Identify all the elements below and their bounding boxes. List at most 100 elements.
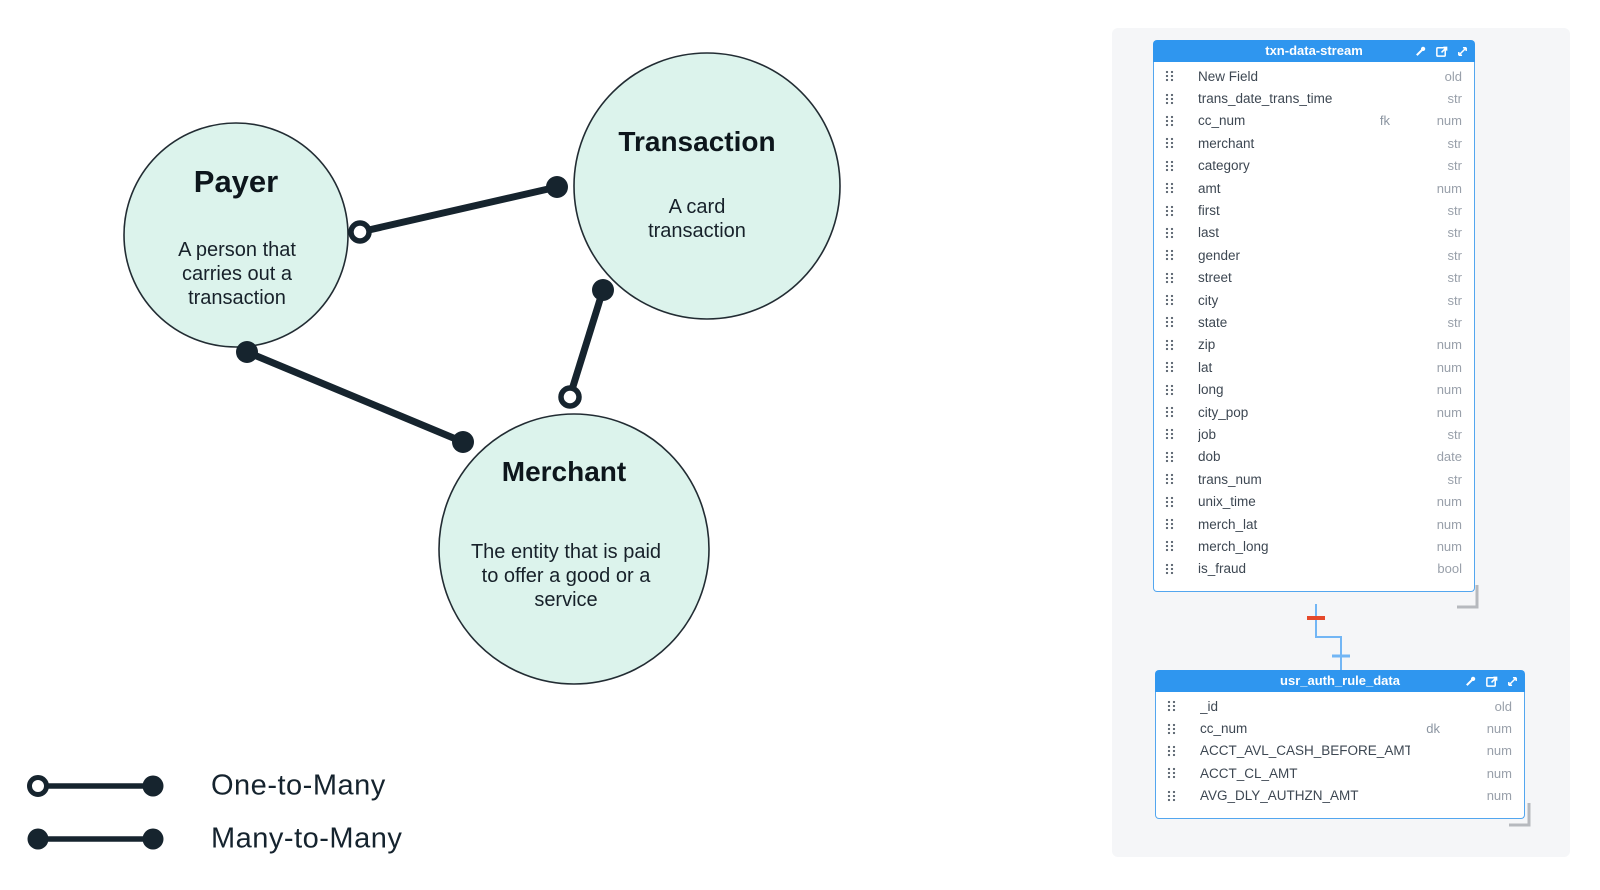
field-name: city	[1198, 292, 1219, 308]
field-name: zip	[1198, 337, 1216, 353]
field-type: num	[1436, 359, 1462, 375]
field-name: cc_num	[1200, 721, 1248, 737]
field-type: str	[1447, 91, 1462, 107]
field-type: date	[1436, 449, 1462, 465]
payer-circle[interactable]	[123, 122, 349, 348]
drag-handle-icon[interactable]	[1167, 700, 1176, 712]
drag-handle-icon[interactable]	[1165, 70, 1174, 82]
field-name: category	[1198, 158, 1250, 174]
field-type: str	[1447, 203, 1462, 219]
drag-handle-icon[interactable]	[1165, 339, 1174, 351]
drag-handle-icon[interactable]	[1165, 227, 1174, 239]
color-picker-icon[interactable]	[1414, 45, 1427, 58]
drag-handle-icon[interactable]	[1165, 451, 1174, 463]
field-name: lat	[1198, 359, 1213, 375]
many-marker	[452, 431, 474, 453]
field-row[interactable]: last str	[1154, 222, 1474, 244]
drag-handle-icon[interactable]	[1165, 272, 1174, 284]
drag-handle-icon[interactable]	[1165, 205, 1174, 217]
field-name: is_fraud	[1198, 561, 1247, 577]
table-connector-line	[1315, 604, 1342, 671]
field-name: last	[1198, 225, 1220, 241]
drag-handle-icon[interactable]	[1165, 115, 1174, 127]
drag-handle-icon[interactable]	[1165, 496, 1174, 508]
table-header[interactable]: usr_auth_rule_data	[1155, 670, 1525, 692]
table-title: usr_auth_rule_data	[1280, 673, 1400, 688]
resize-arrow-icon[interactable]	[1456, 45, 1469, 58]
drag-handle-icon[interactable]	[1165, 406, 1174, 418]
drag-handle-icon[interactable]	[1165, 428, 1174, 440]
field-type: num	[1436, 113, 1462, 129]
drag-handle-icon[interactable]	[1167, 723, 1176, 735]
drag-handle-icon[interactable]	[1165, 384, 1174, 396]
drag-handle-icon[interactable]	[1165, 182, 1174, 194]
drag-handle-icon[interactable]	[1167, 790, 1176, 802]
field-type: num	[1486, 721, 1512, 737]
merchant-circle[interactable]	[438, 413, 710, 685]
open-in-new-icon[interactable]	[1485, 675, 1498, 688]
drag-handle-icon[interactable]	[1165, 316, 1174, 328]
resize-arrow-icon[interactable]	[1506, 675, 1519, 688]
resize-handle-icon[interactable]	[1457, 585, 1479, 609]
drag-handle-icon[interactable]	[1165, 160, 1174, 172]
many-marker	[142, 775, 164, 797]
drag-handle-icon[interactable]	[1165, 473, 1174, 485]
field-type: str	[1447, 270, 1462, 286]
field-name: street	[1198, 270, 1232, 286]
drag-handle-icon[interactable]	[1165, 93, 1174, 105]
drag-handle-icon[interactable]	[1167, 767, 1176, 779]
many-marker	[236, 341, 258, 363]
field-row[interactable]: zip num	[1154, 334, 1474, 356]
field-type: num	[1436, 404, 1462, 420]
resize-handle-icon[interactable]	[1509, 803, 1531, 827]
field-row[interactable]: lat num	[1154, 356, 1474, 378]
field-row[interactable]: street str	[1154, 267, 1474, 289]
field-name: ACCT_CL_AMT	[1200, 765, 1298, 781]
transaction-circle[interactable]	[573, 52, 841, 320]
table-header[interactable]: txn-data-stream	[1153, 40, 1475, 62]
color-picker-icon[interactable]	[1464, 675, 1477, 688]
drag-handle-icon[interactable]	[1165, 294, 1174, 306]
drag-handle-icon[interactable]	[1165, 540, 1174, 552]
drag-handle-icon[interactable]	[1165, 563, 1174, 575]
drag-handle-icon[interactable]	[1165, 361, 1174, 373]
field-type: str	[1447, 225, 1462, 241]
field-name: AVG_DLY_AUTHZN_AMT	[1200, 788, 1359, 804]
drag-handle-icon[interactable]	[1167, 745, 1176, 757]
field-type: num	[1436, 337, 1462, 353]
edge-payer-merchant	[245, 348, 465, 446]
open-in-new-icon[interactable]	[1435, 45, 1448, 58]
transaction-description: A card transaction	[648, 196, 746, 242]
field-name: amt	[1198, 180, 1221, 196]
drag-handle-icon[interactable]	[1165, 137, 1174, 149]
field-type: str	[1447, 471, 1462, 487]
drag-handle-icon[interactable]	[1165, 249, 1174, 261]
edge-transaction-merchant	[566, 288, 607, 398]
drag-handle-icon[interactable]	[1165, 518, 1174, 530]
